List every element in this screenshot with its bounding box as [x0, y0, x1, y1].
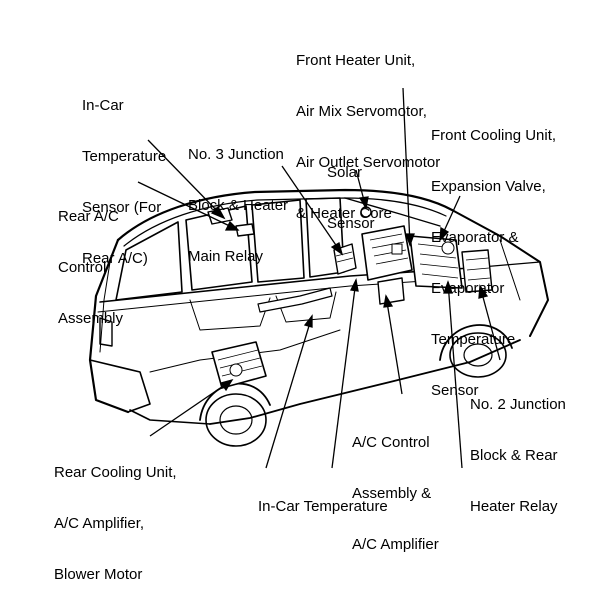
front-cooling-unit — [409, 235, 463, 289]
label-line: Evaporator & — [431, 229, 519, 246]
label-line: Main Relay — [188, 248, 264, 265]
label-line: Expansion Valve, — [431, 178, 546, 195]
label-line: Sensor — [327, 215, 375, 232]
label-in-car-temp-sensor-rear: In-Car Temperature Sensor (For Rear A/C) — [82, 63, 166, 284]
label-line: Air Outlet Servomotor — [296, 154, 441, 171]
label-line: A/C Amplifier, — [54, 515, 145, 532]
leader-lines — [137, 87, 501, 469]
label-line: A/C Control — [352, 434, 430, 451]
label-line: A/C Amplifier — [352, 536, 439, 553]
label-rear-cooling-unit: Rear Cooling Unit, A/C Amplifier, Blower… — [54, 430, 177, 600]
label-junction-block-3: No. 3 Junction Block & Heater Main Relay — [188, 112, 288, 282]
rear-duct — [257, 287, 333, 313]
label-line: Evaporator — [431, 280, 505, 297]
label-front-cooling-unit: Front Cooling Unit, Expansion Valve, Eva… — [431, 93, 556, 416]
label-line: & Heater Core — [296, 205, 392, 222]
label-line: Front Cooling Unit, — [431, 127, 557, 144]
label-line: No. 2 Junction — [470, 396, 566, 413]
label-line: Block & Rear — [470, 447, 558, 464]
label-front-heater-unit: Front Heater Unit, Air Mix Servomotor, A… — [296, 18, 440, 239]
label-line: Temperature — [82, 148, 167, 165]
label-line: Blower Motor — [54, 566, 143, 583]
label-line: Control — [58, 259, 107, 276]
label-rear-ac-control-assembly: Rear A/C Control Assembly — [58, 174, 123, 344]
label-line: Rear A/C) — [82, 250, 148, 267]
label-line: Sensor (For — [82, 199, 162, 216]
label-line: In-Car — [82, 97, 124, 114]
label-junction-block-2: No. 2 Junction Block & Rear Heater Relay — [470, 362, 566, 532]
label-line: Sensor — [431, 382, 479, 399]
label-line: Rear A/C — [58, 208, 119, 225]
label-line: Block & Heater — [188, 197, 289, 214]
front-heater-unit — [361, 225, 413, 281]
label-line: In-Car Temperature — [258, 498, 388, 515]
label-line: Air Mix Servomotor, — [296, 103, 427, 120]
label-line: Solar — [327, 164, 363, 181]
label-line: Heater Relay — [470, 498, 558, 515]
junction-block-2-unit — [461, 249, 493, 293]
label-line: Front Heater Unit, — [296, 52, 416, 69]
label-line: No. 3 Junction — [188, 146, 284, 163]
rear-cooling-unit — [211, 341, 267, 389]
label-line: Temperature — [431, 331, 516, 348]
ac-control-unit — [377, 277, 405, 305]
label-line: Assembly — [58, 310, 124, 327]
label-in-car-temperature-bottom: In-Car Temperature — [258, 464, 388, 532]
label-solar-sensor: Solar Sensor — [327, 130, 375, 249]
vehicle-ac-component-diagram — [88, 87, 549, 469]
